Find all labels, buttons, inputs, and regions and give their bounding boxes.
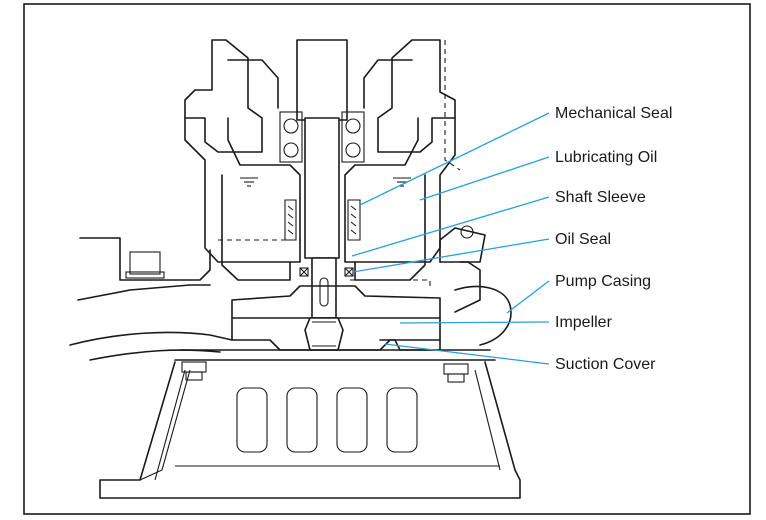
leader-shaft-sleeve xyxy=(351,196,550,257)
casing-right-upper xyxy=(439,261,481,313)
base-rib-right xyxy=(474,369,501,471)
base-rib-left-2 xyxy=(139,369,191,481)
leader-suction-cover xyxy=(384,343,550,365)
pump-drawing xyxy=(69,39,521,499)
bolt-top-right xyxy=(460,225,474,239)
label-impeller: Impeller xyxy=(555,314,613,331)
hidden-line-right xyxy=(444,40,461,171)
mechanical-seal-left xyxy=(284,199,297,241)
suction-base xyxy=(99,361,521,499)
base-bolt-left xyxy=(181,361,207,381)
impeller-hub xyxy=(231,285,441,319)
base-rib-left xyxy=(154,369,186,481)
base-bolt-right xyxy=(443,363,469,383)
leader-impeller xyxy=(399,321,550,324)
label-suction-cover: Suction Cover xyxy=(555,356,656,373)
bearing-right xyxy=(341,111,365,163)
pump-casing-volute xyxy=(454,285,512,346)
leader-lines xyxy=(351,112,550,365)
bracket-left xyxy=(184,39,263,153)
casing-top-right xyxy=(439,227,486,263)
leader-mechanical-seal xyxy=(359,112,550,206)
oil-level-right xyxy=(393,177,411,187)
shaft-lower xyxy=(311,257,337,319)
strainer-slot xyxy=(286,387,318,453)
leader-lubricating-oil xyxy=(419,156,550,201)
bolt-left xyxy=(125,251,165,279)
leader-pump-casing xyxy=(506,280,550,314)
bearing-left xyxy=(279,111,303,163)
leader-oil-seal xyxy=(352,238,550,273)
oil-chamber-left xyxy=(184,117,301,263)
upper-shaft xyxy=(296,39,348,121)
label-shaft-sleeve: Shaft Sleeve xyxy=(555,189,646,206)
mechanical-seal-right xyxy=(347,199,361,241)
nut-lines xyxy=(312,321,336,347)
label-oil-seal: Oil Seal xyxy=(555,231,611,248)
keyway xyxy=(319,277,329,307)
label-mechanical-seal: Mechanical Seal xyxy=(555,105,672,122)
labels: Mechanical Seal Lubricating Oil Shaft Sl… xyxy=(555,105,672,373)
main-shaft xyxy=(304,117,340,259)
strainer-slot xyxy=(386,387,418,453)
oil-seal-boxes xyxy=(299,267,354,277)
strainer-slot xyxy=(336,387,368,453)
fin-left xyxy=(227,59,279,109)
casing-left-curve xyxy=(69,331,233,346)
bracket-right xyxy=(377,39,456,153)
label-pump-casing: Pump Casing xyxy=(555,273,651,290)
flange-lower-left xyxy=(77,284,211,301)
chamber-wall-right xyxy=(354,174,426,281)
chamber-wall-left xyxy=(221,174,291,281)
label-lubricating-oil: Lubricating Oil xyxy=(555,149,657,166)
strainer-slot xyxy=(236,387,268,453)
fin-right xyxy=(363,59,413,109)
impeller-nut xyxy=(304,317,344,351)
oil-level-left xyxy=(240,177,258,187)
oil-chamber-right xyxy=(344,117,456,263)
flange-left xyxy=(79,237,211,281)
strainer-slots xyxy=(236,387,418,453)
casing-left-curve-2 xyxy=(89,349,221,361)
